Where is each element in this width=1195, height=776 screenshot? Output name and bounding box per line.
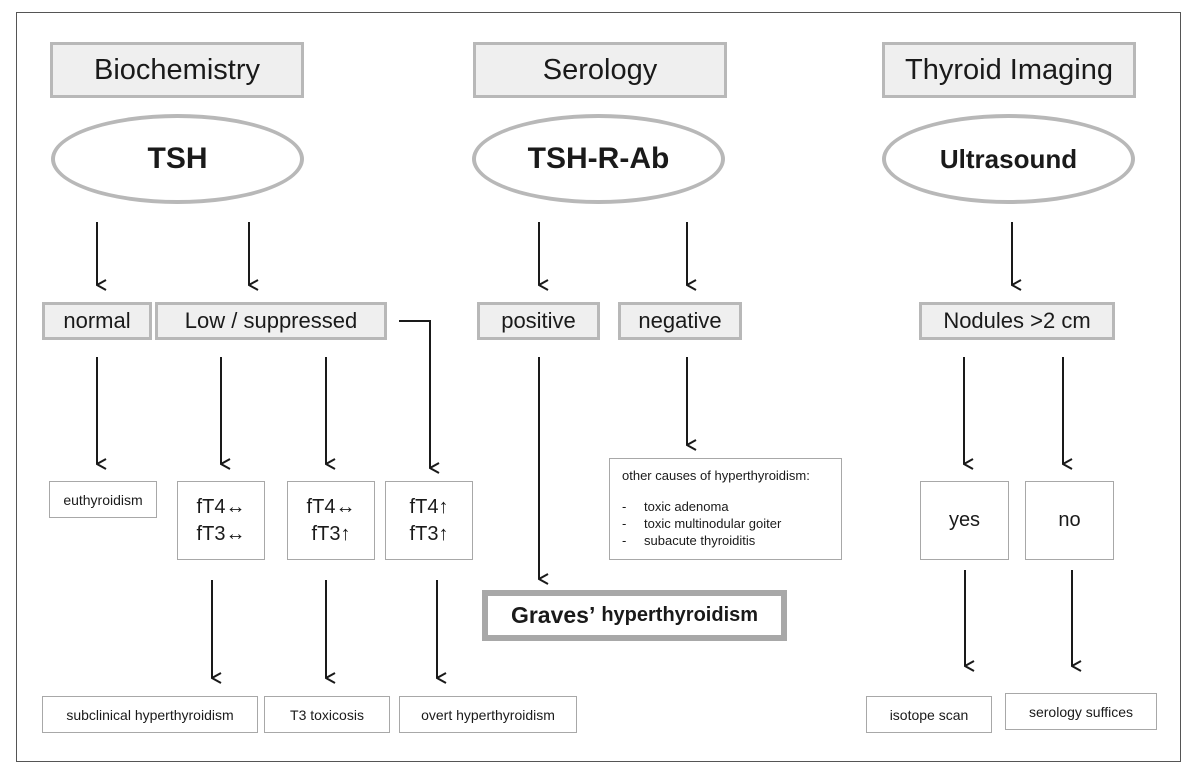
result-negative: negative bbox=[618, 302, 742, 340]
outcome-t3-toxicosis: T3 toxicosis bbox=[264, 696, 390, 733]
answer-yes: yes bbox=[920, 481, 1009, 560]
other-causes-title: other causes of hyperthyroidism: bbox=[622, 468, 810, 483]
cause-item: toxic multinodular goiter bbox=[622, 515, 829, 532]
cause-item: subacute thyroiditis bbox=[622, 532, 829, 549]
outcome-overt-hyperthyroidism: overt hyperthyroidism bbox=[399, 696, 577, 733]
outcome-euthyroidism: euthyroidism bbox=[49, 481, 157, 518]
ft4-value: fT4↑ bbox=[409, 495, 449, 518]
cause-item: toxic adenoma bbox=[622, 498, 829, 515]
ft4-value: fT4↔ bbox=[196, 495, 246, 518]
header-serology: Serology bbox=[473, 42, 727, 98]
graves-main-label: Graves’ bbox=[510, 602, 596, 628]
header-thyroid-imaging: Thyroid Imaging bbox=[882, 42, 1136, 98]
result-positive: positive bbox=[477, 302, 600, 340]
outcome-subclinical-hyperthyroidism: subclinical hyperthyroidism bbox=[42, 696, 258, 733]
diagram-frame bbox=[16, 12, 1181, 762]
outcome-isotope-scan: isotope scan bbox=[866, 696, 992, 733]
ft3-value: fT3↑ bbox=[409, 522, 449, 545]
other-causes-list: toxic adenoma toxic multinodular goiter … bbox=[622, 498, 829, 549]
hormone-state-normal-high: fT4↔ fT3↑ bbox=[287, 481, 375, 560]
ft3-value: fT3↑ bbox=[311, 522, 351, 545]
hormone-state-high-high: fT4↑ fT3↑ bbox=[385, 481, 473, 560]
result-low-suppressed: Low / suppressed bbox=[155, 302, 387, 340]
ft3-value: fT3↔ bbox=[196, 522, 246, 545]
result-normal: normal bbox=[42, 302, 152, 340]
other-causes-box: other causes of hyperthyroidism: toxic a… bbox=[609, 458, 842, 560]
answer-no: no bbox=[1025, 481, 1114, 560]
outcome-graves-hyperthyroidism: Graves’ hyperthyroidism bbox=[482, 590, 787, 641]
result-nodules: Nodules >2 cm bbox=[919, 302, 1115, 340]
outcome-serology-suffices: serology suffices bbox=[1005, 693, 1157, 730]
hormone-state-normal-normal: fT4↔ fT3↔ bbox=[177, 481, 265, 560]
header-biochemistry: Biochemistry bbox=[50, 42, 304, 98]
test-ultrasound: Ultrasound bbox=[882, 114, 1135, 204]
test-tsh: TSH bbox=[51, 114, 304, 204]
test-tsh-r-ab: TSH-R-Ab bbox=[472, 114, 725, 204]
graves-sub-label: hyperthyroidism bbox=[601, 604, 759, 626]
arrow bbox=[399, 320, 430, 468]
ft4-value: fT4↔ bbox=[306, 495, 356, 518]
